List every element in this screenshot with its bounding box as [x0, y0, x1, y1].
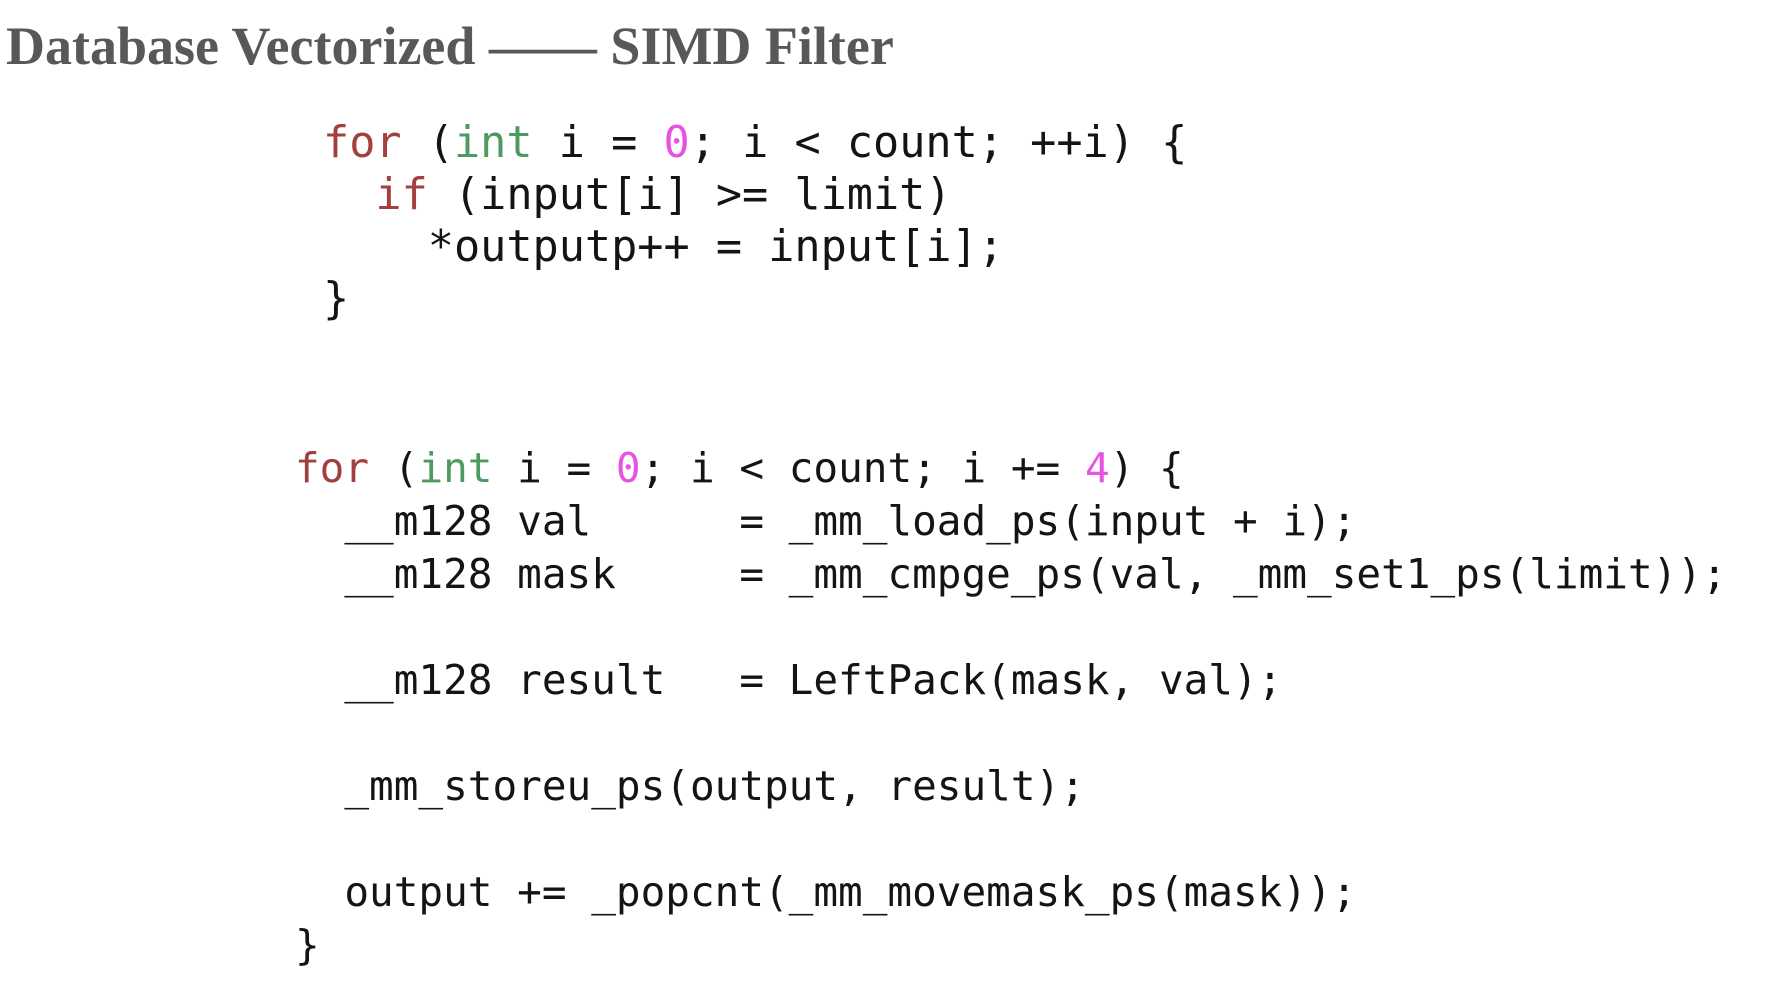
- token-code: }: [323, 274, 350, 324]
- code-line: _mm_storeu_ps(output, result);: [295, 760, 1727, 813]
- token-code: __m128 val = _mm_load_ps(input + i);: [295, 497, 1357, 545]
- code-line: [295, 707, 1727, 760]
- token-type: int: [453, 118, 533, 168]
- code-line: }: [295, 919, 1727, 972]
- token-code: ; i < count; i +=: [640, 444, 1085, 492]
- code-line: for (int i = 0; i < count; ++i) {: [323, 117, 1187, 169]
- token-keyword: if: [375, 170, 428, 220]
- token-code: __m128 result = LeftPack(mask, val);: [295, 656, 1283, 704]
- token-code: (: [369, 444, 419, 492]
- token-code: *outputp++ = input[i];: [323, 222, 1004, 272]
- code-line: __m128 val = _mm_load_ps(input + i);: [295, 495, 1727, 548]
- code-line: if (input[i] >= limit): [323, 169, 1187, 221]
- code-line: [295, 601, 1727, 654]
- code-block-scalar-filter: for (int i = 0; i < count; ++i) { if (in…: [323, 117, 1187, 325]
- code-line: output += _popcnt(_mm_movemask_ps(mask))…: [295, 866, 1727, 919]
- token-code: __m128 mask = _mm_cmpge_ps(val, _mm_set1…: [295, 550, 1727, 598]
- code-line: }: [323, 273, 1187, 325]
- code-line: [295, 813, 1727, 866]
- token-code: output += _popcnt(_mm_movemask_ps(mask))…: [295, 868, 1357, 916]
- token-code: _mm_storeu_ps(output, result);: [295, 762, 1085, 810]
- code-line: __m128 result = LeftPack(mask, val);: [295, 654, 1727, 707]
- token-code: ; i < count; ++i) {: [689, 118, 1188, 168]
- code-block-simd-filter: for (int i = 0; i < count; i += 4) { __m…: [295, 442, 1727, 972]
- page-title: Database Vectorized —— SIMD Filter: [6, 16, 894, 76]
- token-code: }: [295, 921, 320, 969]
- code-line: for (int i = 0; i < count; i += 4) {: [295, 442, 1727, 495]
- token-number: 0: [615, 444, 641, 492]
- token-number: 4: [1084, 444, 1110, 492]
- code-line: *outputp++ = input[i];: [323, 221, 1187, 273]
- token-code: i =: [492, 444, 616, 492]
- token-code: i =: [532, 118, 664, 168]
- token-type: int: [418, 444, 493, 492]
- token-keyword: for: [323, 118, 402, 168]
- token-keyword: for: [295, 444, 370, 492]
- token-code: [323, 170, 375, 220]
- token-code: (: [401, 118, 454, 168]
- token-number: 0: [663, 118, 690, 168]
- token-code: (input[i] >= limit): [427, 170, 952, 220]
- token-code: ) {: [1109, 444, 1184, 492]
- code-line: __m128 mask = _mm_cmpge_ps(val, _mm_set1…: [295, 548, 1727, 601]
